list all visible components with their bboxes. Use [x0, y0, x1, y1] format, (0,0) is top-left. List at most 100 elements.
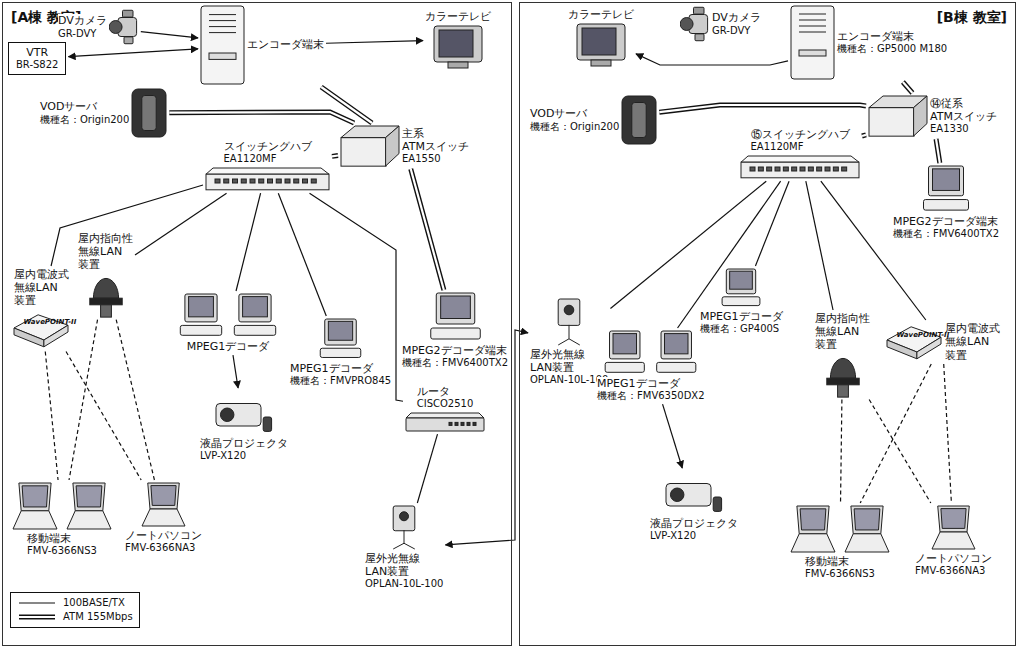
icon-part	[666, 484, 711, 507]
hub-icon	[740, 155, 860, 179]
network-device: カラーテレビ	[568, 8, 634, 67]
pc-icon	[428, 292, 483, 342]
atm-link	[169, 112, 354, 123]
brand-label: WavePOINT-II	[897, 331, 950, 339]
device-name: 屋内電波式 無線LAN 装置	[14, 268, 69, 308]
icon-part	[209, 53, 236, 59]
model-name: FMV-6366NA3	[915, 565, 992, 577]
icon-part	[216, 404, 261, 427]
icon-part	[132, 89, 166, 137]
atm-icon	[340, 125, 400, 167]
pc-icon	[921, 165, 971, 213]
icon-part	[294, 179, 299, 183]
icon-part	[783, 167, 788, 171]
link-line	[636, 54, 788, 65]
link-line	[841, 400, 842, 503]
link-line	[610, 181, 766, 308]
icon-part	[439, 30, 473, 57]
device-label: ノートパソコンFMV-6366NA3	[125, 529, 202, 554]
icon-part	[206, 174, 329, 190]
icon-part	[791, 6, 834, 79]
icon-part	[449, 423, 452, 426]
model-name: EA1550	[402, 153, 469, 165]
model-name: GR-DVY	[712, 25, 761, 37]
atm-line-outer	[332, 153, 338, 159]
icon-part	[234, 325, 275, 335]
icon-part	[22, 486, 48, 507]
icon-part	[151, 486, 176, 506]
device-name: MPEG1デコーダ	[290, 362, 391, 375]
link-line	[69, 320, 98, 480]
network-device: ルータCISCO2510	[405, 385, 485, 432]
model-name: 機種名：FMVPRO845	[290, 375, 391, 387]
link-line	[678, 181, 781, 328]
ethernet-link	[417, 434, 437, 503]
device-box: VTRBR-S822	[8, 42, 66, 75]
network-device: DVカメラGR-DVY	[58, 8, 139, 46]
icon-part	[393, 530, 415, 549]
wireless-link	[860, 364, 931, 503]
icon-part	[730, 271, 753, 289]
device-label: 屋内電波式 無線LAN 装置	[945, 322, 1000, 362]
device-name: カラーテレビ	[425, 10, 491, 23]
device-name: MPEG1デコーダ	[187, 340, 270, 353]
device-label: DVカメラGR-DVY	[712, 11, 761, 36]
icon-part	[610, 331, 640, 359]
icon-part	[341, 138, 386, 167]
icon-part	[386, 126, 399, 166]
icon-part	[209, 14, 236, 15]
icon-part	[243, 297, 268, 317]
tower-icon	[790, 5, 835, 80]
network-device: 主系 ATMスイッチEA1550	[340, 125, 469, 167]
device-name: 屋外光無線 LAN装置	[530, 348, 585, 374]
device-label: MPEG1デコーダ機種名：FMVPRO845	[290, 362, 391, 387]
network-device: MPEG1デコーダ機種名：FMVPRO845	[290, 318, 391, 387]
device-name: ルータ	[417, 385, 474, 398]
icon-part	[792, 167, 797, 171]
wave-icon	[885, 322, 943, 362]
icon-part	[209, 32, 236, 33]
wave-icon	[12, 310, 70, 350]
device-label: 主系 ATMスイッチEA1550	[402, 127, 469, 165]
atm-link	[903, 82, 913, 93]
icon-part	[189, 297, 214, 317]
model-name: 機種名：Origin200	[40, 114, 129, 126]
icon-part	[800, 167, 805, 171]
model-name: CISCO2510	[417, 398, 474, 410]
icon-part	[303, 179, 308, 183]
icon-part	[224, 179, 229, 183]
device-name: VODサーバ	[530, 107, 619, 120]
icon-part	[670, 488, 684, 502]
legend-line	[19, 615, 55, 620]
icon-part	[605, 331, 644, 372]
tv-icon	[433, 25, 483, 69]
towerDark-icon	[131, 88, 167, 138]
icon-part	[713, 497, 721, 511]
icon-part	[436, 293, 475, 324]
network-device: ノートパソコンFMV-6366NA3	[915, 505, 992, 577]
model-name: 機種名：GP400S	[700, 323, 783, 335]
atm-line-inner	[936, 139, 940, 163]
icon-part	[233, 179, 238, 183]
model-name: 機種名：FMV6400TX2	[402, 357, 508, 369]
tv-icon	[576, 23, 626, 67]
model-name: 機種名：FMV6350DX2	[597, 390, 705, 402]
icon-part	[180, 294, 221, 335]
model-name: BR-S822	[16, 59, 58, 71]
hub-icon	[205, 167, 330, 191]
wireless-link	[69, 320, 98, 480]
link-line	[755, 181, 789, 266]
device-name: 主系 ATMスイッチ	[402, 127, 469, 153]
icon-part	[180, 325, 221, 335]
device-label: MPEG1デコーダ機種名：GP400S	[700, 310, 783, 335]
network-device: ⑭従系 ATMスイッチEA1330	[868, 95, 997, 137]
icon-part	[842, 167, 847, 171]
network-device: ⑮スイッチングハブEA1120MF	[740, 128, 860, 179]
device-name: ノートパソコン	[125, 529, 202, 542]
link-line	[116, 320, 154, 480]
icon-part	[826, 378, 858, 385]
icon-part	[622, 96, 656, 144]
legend-sample	[17, 612, 57, 622]
model-name: FMV-6366NA3	[125, 542, 202, 554]
projector-icon	[214, 390, 274, 435]
